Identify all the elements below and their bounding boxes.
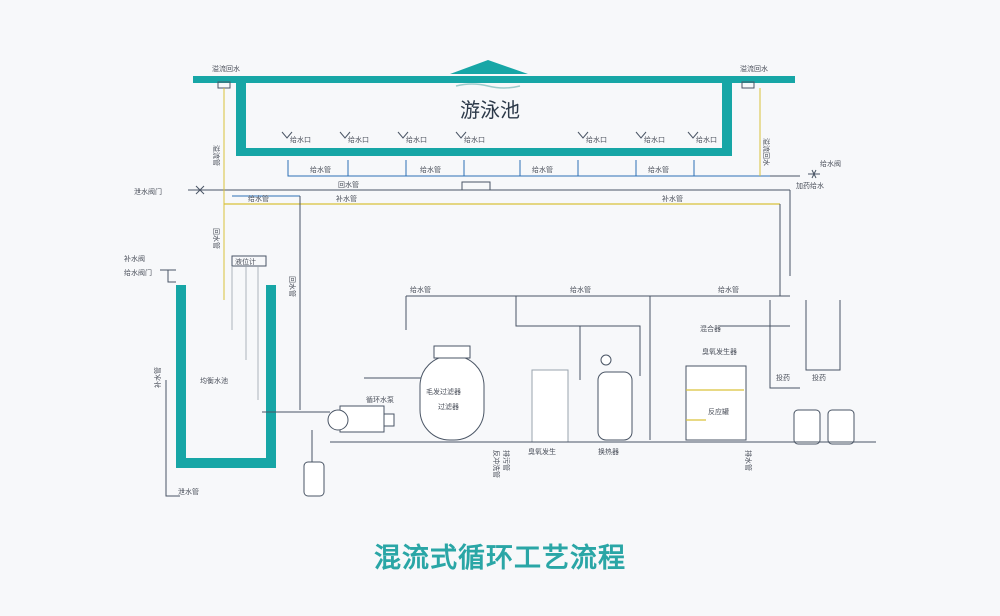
svg-text:给水口: 给水口 [696,135,717,144]
pump-icon [327,405,395,433]
tank-inlet-label-2: 给水阀门 [124,268,152,277]
reaction-tank-label: 反应罐 [708,407,729,416]
dosing-tank-1-icon [793,409,821,445]
disinfection-label: 臭氧发生器 [702,347,737,356]
svg-text:补水管: 补水管 [336,194,357,203]
svg-text:给水口: 给水口 [406,135,427,144]
bottom-label-1: 反冲洗管 [492,450,501,478]
filter-label: 过滤器 [438,402,459,411]
svg-text:补水管: 补水管 [662,194,683,203]
mixer-pipe [720,300,841,389]
tank-bottom-pipe [165,380,180,497]
heater-label: 换热器 [598,447,619,456]
bottom-pipe-labels: 给水管 给水管 给水管 给水管 [310,165,669,174]
main-pipe-left [299,196,407,410]
dosing-pipe [515,296,641,376]
tank-level-gauge-icon [231,255,267,267]
valve-icon [188,185,224,195]
svg-text:给水管: 给水管 [420,165,441,174]
svg-text:给水口: 给水口 [348,135,369,144]
pool-structure [176,76,795,468]
pool-title: 游泳池 [460,98,520,122]
pool-bottom-drain-icon [461,181,491,191]
svg-text:给水口: 给水口 [464,135,485,144]
dosing-label-1: 投药 [776,373,790,382]
svg-text:回水管: 回水管 [338,180,359,189]
pump-label: 循环水泵 [366,395,394,404]
left-vertical-label-1: 溢流管 [212,145,221,166]
right-vertical-label: 溢流回水 [762,138,771,166]
right-top-pipe [770,175,800,296]
left-valve-label: 泄水阀门 [134,187,162,196]
header-labels: 回水管 给水管 补水管 补水管 [248,180,683,203]
left-vertical-label-2: 回水管 [212,228,221,249]
gutter-left-label: 溢流回水 [212,64,240,73]
tank-inlet-label-1: 补水阀 [124,254,145,263]
mixing-label: 混合器 [700,324,721,333]
main-pipe-labels: 给水管 给水管 给水管 [410,285,739,294]
heater-icon [597,354,633,441]
dosing-label-2: 投药 [812,373,826,382]
hair-strainer-label: 毛发过滤器 [426,387,461,396]
svg-text:给水管: 给水管 [532,165,553,174]
svg-text:给水管: 给水管 [570,285,591,294]
tank-bottom-label: 泄水管 [178,487,199,496]
svg-text:给水管: 给水管 [410,285,431,294]
dosing-yellow-pipe [686,389,744,421]
bottom-label-3: 排水管 [744,450,753,471]
svg-text:给水口: 给水口 [644,135,665,144]
under-pool-pipes [287,160,770,177]
svg-text:给水管: 给水管 [248,194,269,203]
right-top2-label: 加药给水 [796,181,824,190]
bottom-label-2: 排污管 [502,450,511,471]
right-top-label: 给水阀 [820,159,841,168]
bypass-pipe [579,296,651,440]
ozone-cabinet-icon [531,369,569,443]
svg-text:给水管: 给水管 [310,165,331,174]
tank-side-label-1: 补水管 [153,367,162,388]
diagram-caption: 混流式循环工艺流程 [374,543,626,574]
filter-icon [419,345,485,441]
tank-inlet-pipe [160,269,176,283]
main-pipe-vert-label: 回水管 [288,276,297,297]
gutter-right-label: 溢流回水 [740,64,768,73]
drain-tank-icon [303,461,325,497]
tank-overflow-lines [231,266,259,400]
pool-logo-icon [450,60,528,89]
dosing-tank-2-icon [827,409,855,445]
svg-text:给水管: 给水管 [648,165,669,174]
svg-text:给水口: 给水口 [290,135,311,144]
svg-text:给水口: 给水口 [586,135,607,144]
pool-inlet-labels: 给水口 给水口 给水口 给水口 给水口 给水口 给水口 [290,135,717,144]
right-valve-icon [808,169,820,179]
balance-tank-label: 均衡水池 [200,376,228,385]
pool-inlet-nozzle-icons [281,131,699,139]
tank-side-label-2: 液位计 [235,257,256,266]
disinfection-cabinet-icon [685,365,747,441]
ozone-label: 臭氧发生 [528,447,556,456]
svg-text:给水管: 给水管 [718,285,739,294]
gutter-right-icon [741,81,755,89]
